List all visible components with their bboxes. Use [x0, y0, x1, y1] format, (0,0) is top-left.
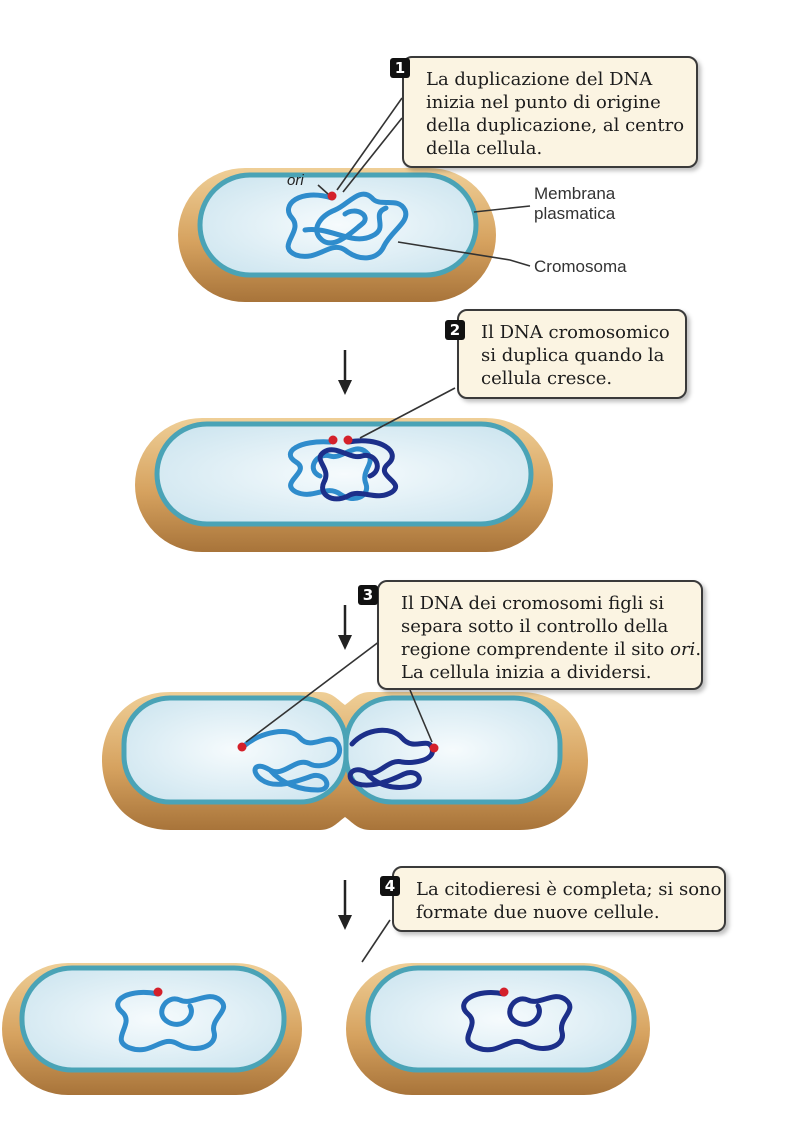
step-3-line-1: Il DNA dei cromosomi figli si	[401, 593, 664, 614]
cell-4-right-chromosome	[461, 990, 573, 1053]
step-4-line-1: La citodieresi è completa; si sono	[416, 879, 722, 900]
cell-3-membrane-left	[121, 695, 349, 805]
cell-3-chromosome-dark	[347, 727, 435, 790]
step-4-line-2: formate due nuove cellule.	[416, 902, 660, 923]
arrow-step-3	[338, 605, 352, 650]
step-3-badge: 3	[358, 585, 378, 605]
step-3-line-2: separa sotto il controllo della	[401, 616, 669, 637]
cell-2-chromosome-light	[287, 439, 373, 501]
cell-4-right	[346, 963, 650, 1095]
step-2-line-1: Il DNA cromosomico	[481, 322, 670, 343]
cell-2-chromosome-dark	[317, 438, 399, 502]
step-3-line-4: La cellula inizia a dividersi.	[401, 662, 652, 683]
step-4-badge: 4	[380, 876, 400, 896]
cell-1	[178, 168, 496, 302]
arrow-step-4	[338, 880, 352, 930]
leader-lines	[245, 97, 531, 963]
step-1-line-3: della duplicazione, al centro	[426, 115, 685, 136]
leader-step-1-b	[342, 117, 403, 193]
step-1-line-2: inizia nel punto di origine	[426, 92, 661, 113]
step-2-badge: 2	[445, 320, 465, 340]
callout-step-1: La duplicazione del DNA inizia nel punto…	[402, 56, 698, 168]
leader-step-4	[361, 919, 391, 963]
leader-step-1-a	[336, 97, 403, 191]
cell-4-left-chromosome	[115, 989, 227, 1053]
cell-2	[135, 418, 553, 552]
cell-4-left-origin	[153, 987, 163, 997]
arrow-step-2	[338, 350, 352, 395]
callout-step-4: La citodieresi è completa; si sono forma…	[392, 866, 726, 932]
step-3-line-3: regione comprendente il sito ori.	[401, 639, 702, 660]
callout-step-3: Il DNA dei cromosomi figli si separa sot…	[377, 580, 703, 690]
step-1-line-4: della cellula.	[426, 138, 543, 159]
cell-3-origin-left	[237, 742, 247, 752]
step-2-line-3: cellula cresce.	[481, 368, 613, 389]
cell-4-right-origin	[499, 987, 509, 997]
cell-1-membrane	[197, 172, 479, 278]
cell-4-left	[2, 963, 302, 1095]
chromosome-label: Cromosoma	[534, 257, 627, 276]
membrane-label-line-1: Membrana	[534, 184, 616, 203]
cell-2-origin-a	[328, 435, 338, 445]
step-1-line-1: La duplicazione del DNA	[426, 69, 653, 90]
step-1-badge: 1	[390, 58, 410, 78]
membrane-label: Membrana plasmatica	[534, 184, 615, 224]
membrane-label-line-2: plasmatica	[534, 204, 616, 223]
cell-4-right-membrane	[365, 965, 637, 1073]
cell-3-membrane-right	[343, 695, 563, 805]
leader-ori	[317, 184, 329, 195]
leader-membrane	[473, 205, 531, 213]
cell-2-membrane	[154, 421, 534, 527]
cell-3-origin-right	[429, 743, 439, 753]
leader-step-2	[359, 387, 456, 439]
cell-3	[102, 692, 588, 830]
leader-chromosome	[397, 241, 531, 267]
cell-2-origin-b	[343, 435, 353, 445]
callout-step-2: Il DNA cromosomico si duplica quando la …	[457, 309, 687, 399]
cell-1-chromosome	[285, 191, 409, 261]
cell-1-origin	[327, 191, 337, 201]
cell-4-left-membrane	[19, 965, 287, 1073]
cell-3-chromosome-light	[241, 729, 343, 793]
ori-label: ori	[287, 172, 304, 189]
step-2-line-2: si duplica quando la	[481, 345, 665, 366]
leader-step-3-a	[245, 637, 385, 743]
leader-step-3-b	[409, 689, 433, 743]
